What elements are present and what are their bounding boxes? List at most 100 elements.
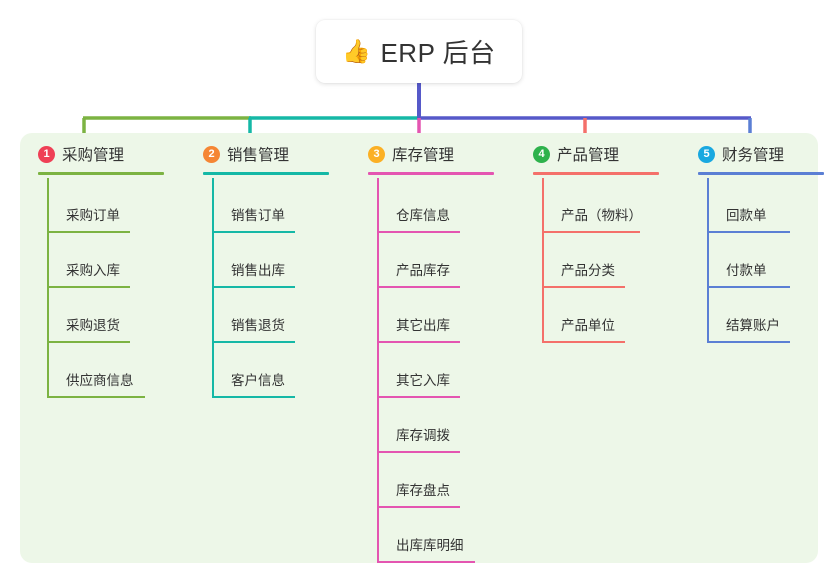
module-item[interactable]: 产品单位 (542, 288, 680, 343)
module-item-label: 客户信息 (231, 373, 285, 388)
module-spine (377, 178, 379, 563)
module-item-underline (542, 231, 640, 233)
module-item-label: 仓库信息 (396, 208, 450, 223)
module-column: 3 库存管理仓库信息产品库存其它出库其它入库库存调拨库存盘点出库库明细 (350, 133, 515, 563)
module-item-underline (377, 286, 460, 288)
module-item-underline (377, 451, 460, 453)
module-column: 2 销售管理销售订单销售出库销售退货客户信息 (185, 133, 350, 398)
module-number-badge: 3 (368, 145, 385, 163)
module-spine (542, 178, 544, 343)
root-title-text: ERP 后台 (380, 38, 496, 68)
root-node[interactable]: 👍 ERP 后台 (316, 20, 522, 83)
module-number-badge: 4 (533, 145, 550, 163)
module-header-4[interactable]: 4 产品管理 (515, 133, 680, 175)
module-item[interactable]: 其它出库 (377, 288, 515, 343)
module-item-underline (377, 231, 460, 233)
module-item[interactable]: 销售出库 (212, 233, 350, 288)
module-item[interactable]: 采购入库 (47, 233, 185, 288)
module-item[interactable]: 产品库存 (377, 233, 515, 288)
module-title: 采购管理 (62, 147, 125, 164)
module-item-label: 供应商信息 (66, 373, 134, 388)
module-title: 财务管理 (722, 147, 785, 164)
module-header-3[interactable]: 3 库存管理 (350, 133, 515, 175)
module-underline (38, 172, 164, 175)
module-item-underline (212, 396, 295, 398)
module-item-label: 产品（物料） (561, 208, 642, 223)
module-item[interactable]: 产品分类 (542, 233, 680, 288)
module-item-label: 采购订单 (66, 208, 120, 223)
thumbs-up-icon: 👍 (342, 38, 372, 64)
module-item-underline (212, 286, 295, 288)
module-item-label: 采购退货 (66, 318, 120, 333)
module-item-label: 出库库明细 (396, 538, 464, 553)
module-title: 产品管理 (557, 147, 620, 164)
module-item-label: 付款单 (726, 263, 767, 278)
module-item-underline (47, 396, 145, 398)
module-item[interactable]: 采购退货 (47, 288, 185, 343)
module-item-label: 产品库存 (396, 263, 450, 278)
module-item[interactable]: 结算账户 (707, 288, 839, 343)
module-item-label: 回款单 (726, 208, 767, 223)
module-item-underline (707, 231, 790, 233)
root-node-label: 👍 ERP 后台 (342, 33, 495, 70)
module-item-list: 销售订单销售出库销售退货客户信息 (185, 178, 350, 398)
module-spine (47, 178, 49, 398)
module-item-underline (377, 341, 460, 343)
module-item-underline (377, 506, 460, 508)
module-item-underline (542, 341, 625, 343)
module-item[interactable]: 供应商信息 (47, 343, 185, 398)
module-item-label: 其它入库 (396, 373, 450, 388)
module-column: 4 产品管理产品（物料） 产品分类产品单位 (515, 133, 680, 343)
module-column: 5 财务管理回款单付款单结算账户 (680, 133, 839, 343)
module-item-label: 结算账户 (726, 318, 780, 333)
module-underline (533, 172, 659, 175)
module-item-label: 产品分类 (561, 263, 615, 278)
module-number-badge: 2 (203, 145, 220, 163)
module-item[interactable]: 出库库明细 (377, 508, 515, 563)
module-header-5[interactable]: 5 财务管理 (680, 133, 839, 175)
module-item-label: 产品单位 (561, 318, 615, 333)
module-item-underline (47, 341, 130, 343)
module-item-underline (542, 286, 625, 288)
module-item-underline (47, 231, 130, 233)
module-number-badge: 5 (698, 145, 715, 163)
module-item-list: 回款单付款单结算账户 (680, 178, 839, 343)
module-item[interactable]: 采购订单 (47, 178, 185, 233)
module-item-underline (707, 341, 790, 343)
module-item[interactable]: 回款单 (707, 178, 839, 233)
module-item[interactable]: 销售退货 (212, 288, 350, 343)
module-underline (203, 172, 329, 175)
modules-panel (20, 133, 818, 563)
module-item-label: 销售退货 (231, 318, 285, 333)
module-item[interactable]: 销售订单 (212, 178, 350, 233)
module-underline (368, 172, 494, 175)
module-item-label: 库存盘点 (396, 483, 450, 498)
module-item[interactable]: 客户信息 (212, 343, 350, 398)
module-item[interactable]: 仓库信息 (377, 178, 515, 233)
module-item-underline (212, 231, 295, 233)
module-item-underline (707, 286, 790, 288)
module-item[interactable]: 库存盘点 (377, 453, 515, 508)
module-spine (707, 178, 709, 343)
module-underline (698, 172, 824, 175)
module-item-label: 采购入库 (66, 263, 120, 278)
module-item-underline (377, 561, 475, 563)
module-item[interactable]: 其它入库 (377, 343, 515, 398)
module-item[interactable]: 库存调拨 (377, 398, 515, 453)
module-item[interactable]: 付款单 (707, 233, 839, 288)
module-item-label: 库存调拨 (396, 428, 450, 443)
module-title: 库存管理 (392, 147, 455, 164)
module-item-label: 销售订单 (231, 208, 285, 223)
module-item-label: 其它出库 (396, 318, 450, 333)
module-item[interactable]: 产品（物料） (542, 178, 680, 233)
module-item-underline (377, 396, 460, 398)
module-header-2[interactable]: 2 销售管理 (185, 133, 350, 175)
module-item-underline (47, 286, 130, 288)
module-title: 销售管理 (227, 147, 290, 164)
module-item-list: 产品（物料） 产品分类产品单位 (515, 178, 680, 343)
module-item-list: 采购订单采购入库采购退货供应商信息 (20, 178, 185, 398)
module-item-underline (212, 341, 295, 343)
